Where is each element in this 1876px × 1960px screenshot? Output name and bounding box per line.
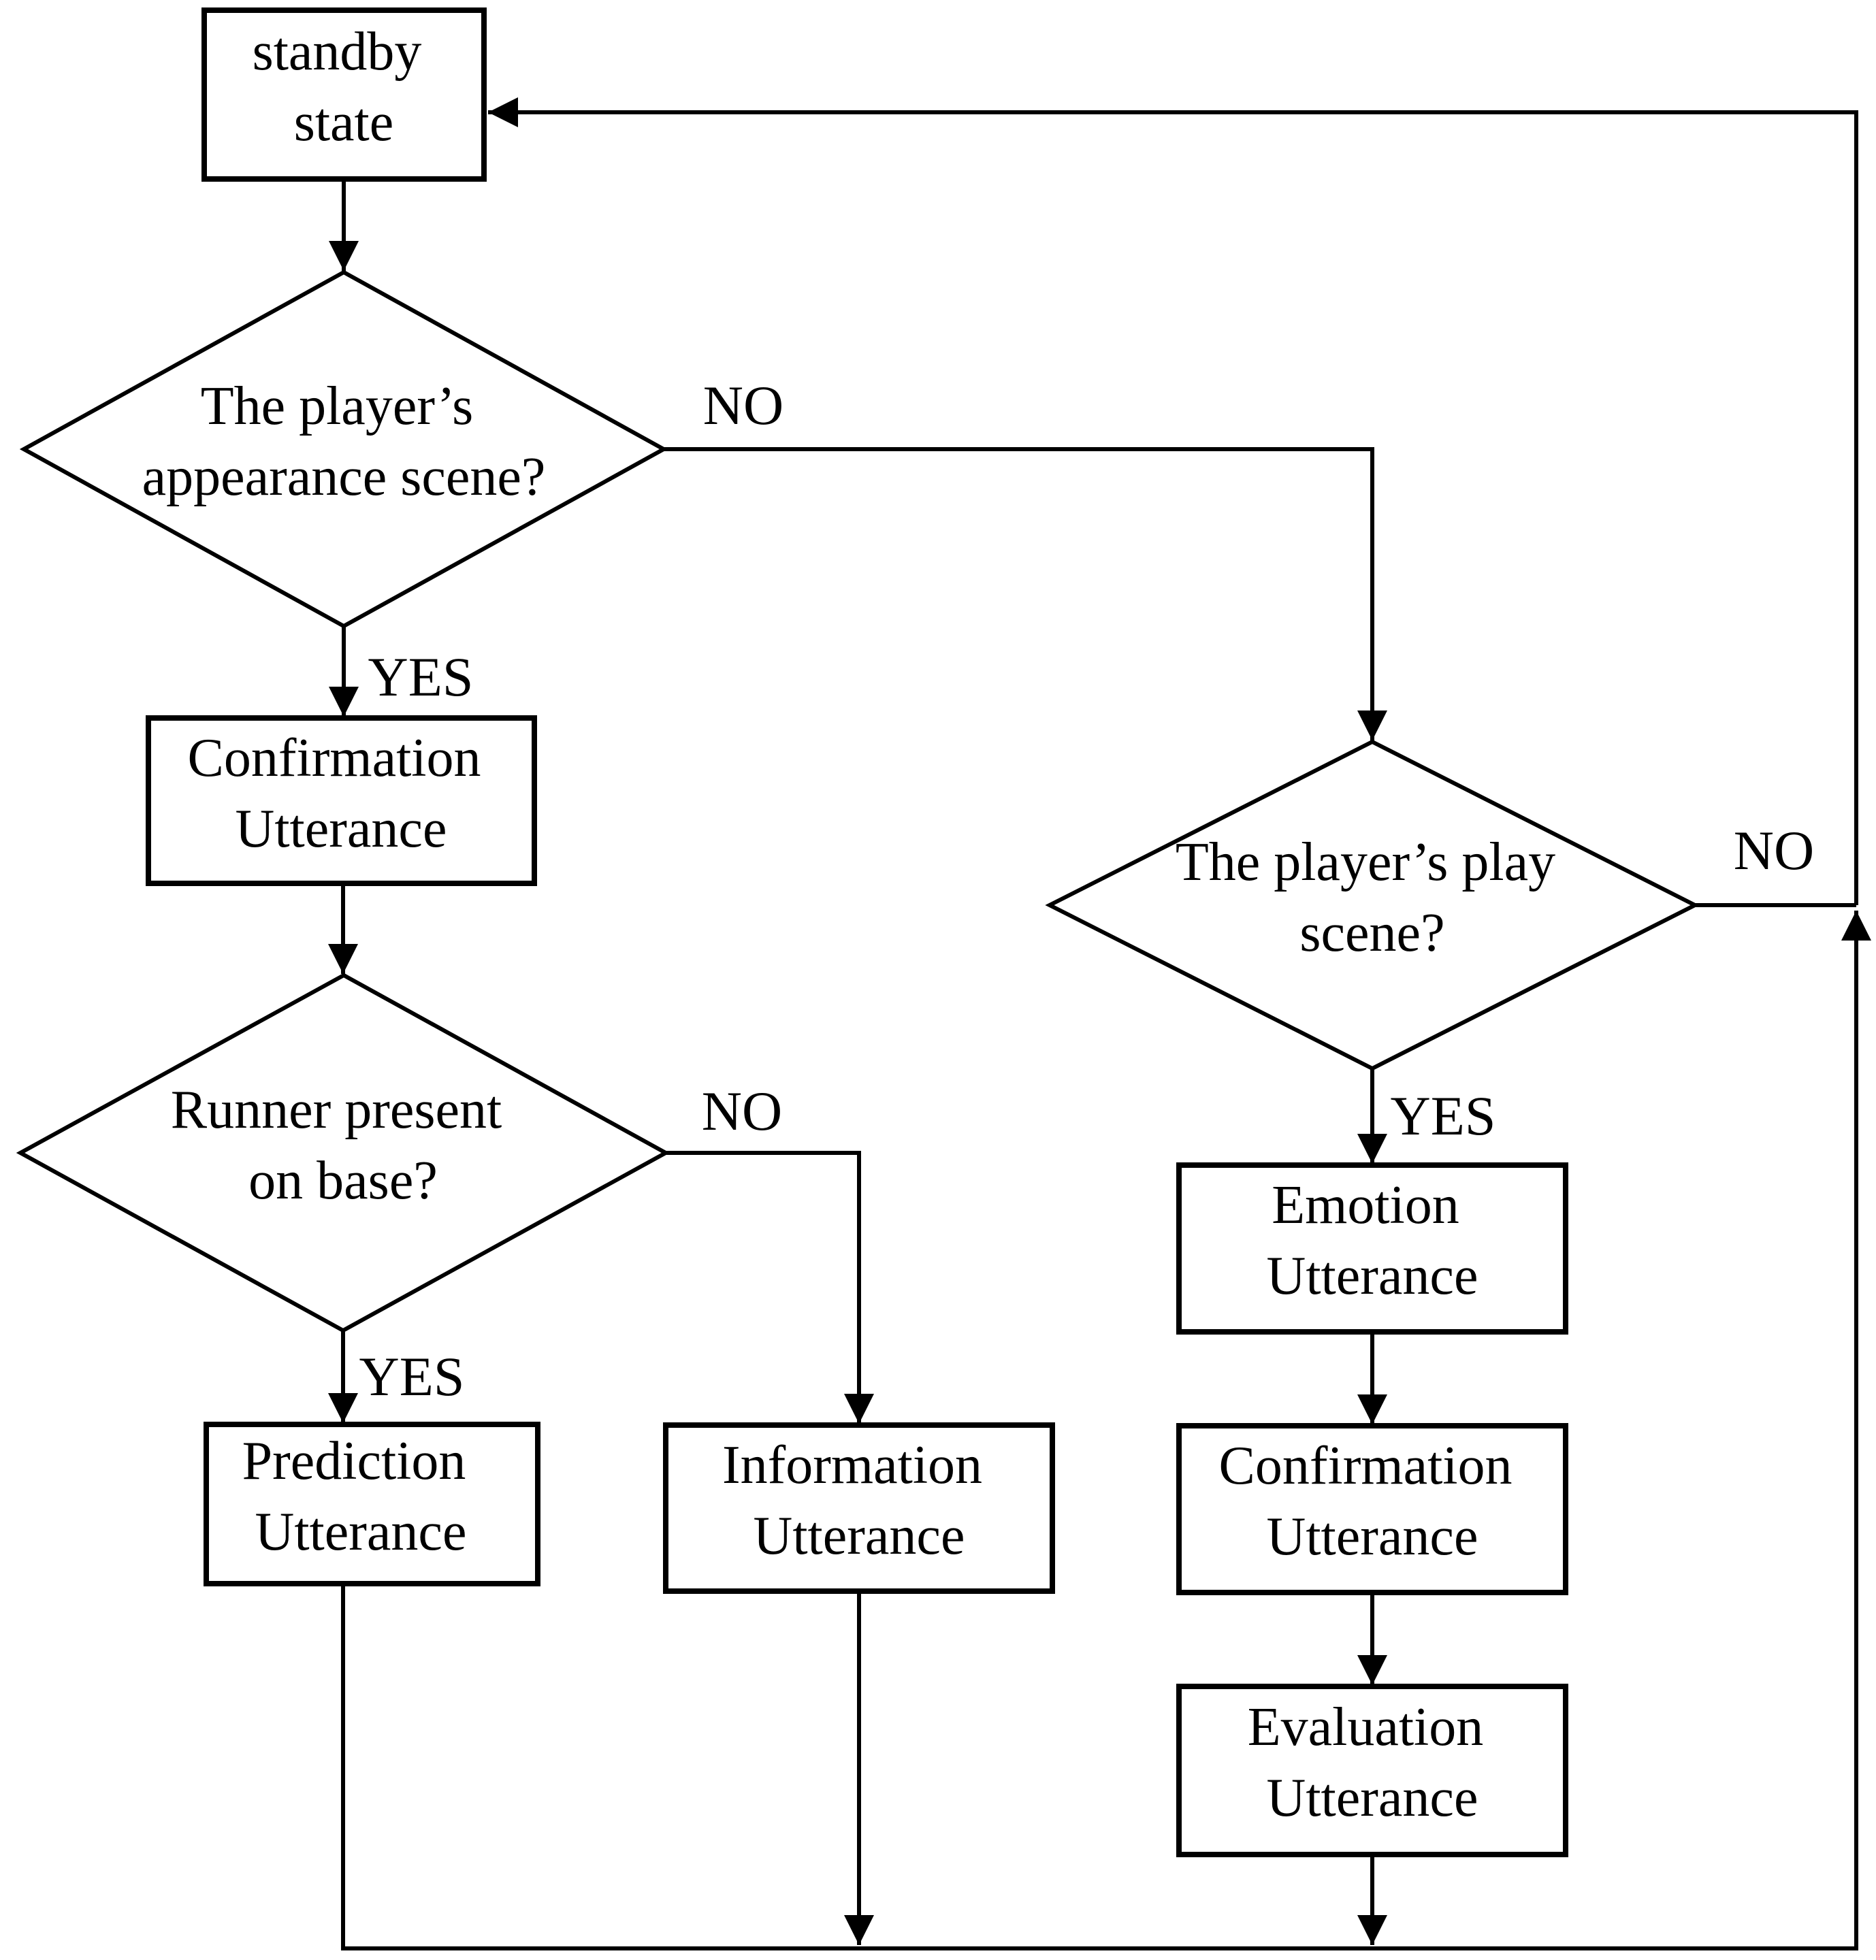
confirmation-left-label: Confirmation Utterance xyxy=(187,728,494,859)
edge-runner-no-to-information xyxy=(666,1151,874,1424)
evaluation-label: Evaluation Utterance xyxy=(1248,1697,1498,1828)
prediction-line1: Prediction xyxy=(242,1431,466,1491)
play-yes-label: YES xyxy=(1391,1085,1496,1147)
confirmation-right-line2: Utterance xyxy=(1267,1507,1478,1567)
edge-appearance-no-to-play-decision xyxy=(664,447,1387,740)
play-decision-label: The player’s play scene? xyxy=(1176,832,1569,963)
confirmation-left-line2: Utterance xyxy=(236,799,447,859)
play-no-label: NO xyxy=(1734,819,1814,881)
runner-line2: on base? xyxy=(248,1151,438,1211)
runner-line1: Runner present xyxy=(171,1080,502,1140)
emotion-utterance-node xyxy=(1176,1162,1568,1335)
prediction-utterance-node xyxy=(204,1422,540,1586)
appearance-line2: appearance scene? xyxy=(142,447,546,507)
confirmation-left-line1: Confirmation xyxy=(187,728,481,788)
information-utterance-node xyxy=(663,1422,1055,1594)
confirmation-right-label: Confirmation Utterance xyxy=(1218,1436,1525,1567)
runner-no-label: NO xyxy=(702,1080,782,1142)
appearance-yes-label: YES xyxy=(368,646,474,708)
edge-prediction-merge-return-up xyxy=(341,911,1871,1950)
appearance-decision-diamond xyxy=(19,270,668,629)
play-line2: scene? xyxy=(1299,903,1444,963)
prediction-label: Prediction Utterance xyxy=(242,1431,480,1562)
runner-yes-label: YES xyxy=(359,1345,465,1407)
confirmation-utterance-left-node xyxy=(146,715,537,886)
evaluation-line1: Evaluation xyxy=(1248,1697,1484,1757)
play-line1: The player’s play xyxy=(1176,832,1555,892)
runner-decision-label: Runner present on base? xyxy=(171,1080,516,1211)
standby-state-node xyxy=(201,7,487,182)
edge-return-loop-to-standby xyxy=(488,97,1858,905)
evaluation-utterance-node xyxy=(1176,1684,1568,1857)
standby-state-label: standby state xyxy=(253,22,436,152)
prediction-line2: Utterance xyxy=(255,1502,467,1562)
emotion-line2: Utterance xyxy=(1267,1246,1478,1306)
information-label: Information Utterance xyxy=(722,1435,996,1566)
information-line2: Utterance xyxy=(754,1506,965,1566)
appearance-line1: The player’s xyxy=(201,376,474,436)
information-line1: Information xyxy=(722,1435,982,1495)
emotion-line1: Emotion xyxy=(1272,1175,1459,1235)
appearance-no-label: NO xyxy=(703,374,783,436)
appearance-decision-label: The player’s appearance scene? xyxy=(142,376,546,507)
evaluation-line2: Utterance xyxy=(1267,1768,1478,1828)
play-decision-diamond xyxy=(1045,739,1700,1071)
standby-line2: state xyxy=(294,93,394,152)
confirmation-utterance-right-node xyxy=(1176,1423,1568,1595)
standby-line1: standby xyxy=(253,22,422,82)
confirmation-right-line1: Confirmation xyxy=(1218,1436,1512,1496)
emotion-label: Emotion Utterance xyxy=(1267,1175,1478,1306)
runner-decision-diamond xyxy=(16,973,670,1333)
